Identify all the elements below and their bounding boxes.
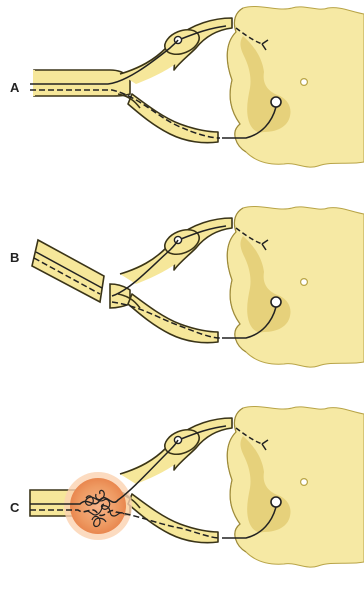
panel-b: B: [10, 206, 364, 367]
spinal-cord-b: [227, 206, 364, 367]
panel-b-label: B: [10, 250, 19, 265]
distal-stump-b: [32, 240, 104, 302]
panel-c: C: [10, 406, 364, 567]
spinal-cord-a: [227, 6, 364, 167]
panel-a-label: A: [10, 80, 20, 95]
panel-c-label: C: [10, 500, 20, 515]
spinal-cord-c: [227, 406, 364, 567]
panel-a: A: [10, 6, 364, 167]
